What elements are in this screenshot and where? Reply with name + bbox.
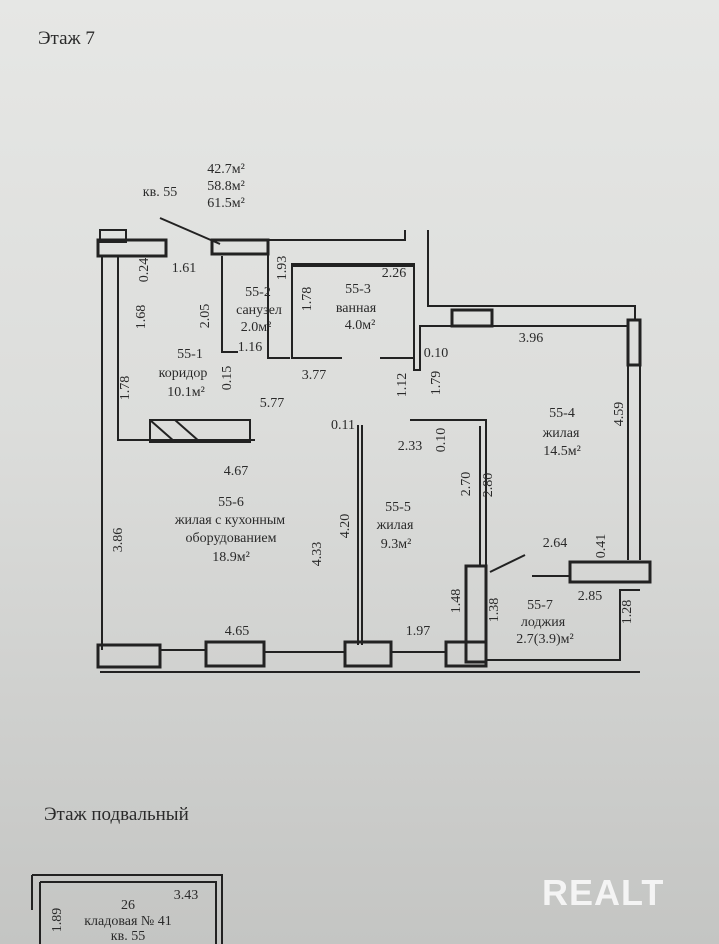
room-id: 55-5	[385, 500, 411, 515]
dimension-label: 2.26	[381, 266, 407, 281]
apartment-area-living: 42.7м²	[207, 162, 245, 177]
apartment-area-total: 58.8м²	[207, 179, 245, 194]
room-id: 55-4	[549, 406, 575, 421]
dimension-label: 1.28	[620, 599, 635, 625]
room-area: 2.7(3.9)м²	[516, 632, 574, 647]
room-id: 55-2	[245, 285, 271, 300]
room-area: 9.3м²	[380, 537, 412, 552]
dimension-label: 1.97	[405, 624, 431, 639]
dimension-label: 1.12	[395, 372, 410, 398]
dimension-label: 1.93	[275, 255, 290, 281]
dimension-label: 1.61	[171, 261, 197, 276]
dimension-label: 4.65	[224, 624, 250, 639]
dimension-label: 1.78	[118, 375, 133, 401]
room-area: 4.0м²	[344, 318, 376, 333]
apartment-label: кв. 55	[142, 185, 178, 200]
dimension-label: 1.16	[237, 340, 263, 355]
room-id: 55-6	[218, 495, 244, 510]
dimension-label: 0.11	[331, 418, 355, 433]
dimension-label: 5.77	[259, 396, 285, 411]
room-area: 2.0м²	[240, 320, 272, 335]
room-name: санузел	[236, 303, 282, 318]
dimension-label: 2.80	[481, 472, 496, 498]
dimension-label: 0.24	[137, 257, 152, 283]
dimension-label: 4.59	[612, 401, 627, 427]
room-id: 55-1	[177, 347, 203, 362]
room-name: жилая	[376, 518, 414, 533]
dimension-label: 0.41	[594, 533, 609, 559]
realt-watermark-logo: REALT	[542, 872, 665, 913]
dimension-label: 3.77	[301, 368, 327, 383]
dimension-label: 3.43	[173, 888, 199, 903]
dimension-label: 1.78	[300, 286, 315, 312]
room-name: жилая с кухонным	[174, 513, 286, 528]
dimension-label: 2.70	[459, 471, 474, 497]
dimension-label: 0.10	[423, 346, 449, 361]
dimension-label: 2.05	[198, 303, 213, 329]
dimension-label: 1.89	[50, 907, 65, 933]
dimension-label: 3.86	[111, 527, 126, 553]
room-area: 14.5м²	[543, 444, 581, 459]
dimension-label: 2.33	[397, 439, 423, 454]
basement-title: Этаж подвальный	[44, 804, 189, 825]
dimension-label: 4.33	[310, 541, 325, 567]
room-area: 10.1м²	[167, 385, 205, 400]
room-name: оборудованием	[185, 531, 277, 546]
room-name: коридор	[158, 366, 208, 381]
room-id: 55-7	[527, 598, 553, 613]
dimension-label: 4.67	[223, 464, 249, 479]
room-name: жилая	[542, 426, 580, 441]
floor-title: Этаж 7	[38, 28, 95, 49]
apartment-area-with-loggia: 61.5м²	[207, 196, 245, 211]
room-number: 26	[121, 898, 135, 913]
room-id: 55-3	[345, 282, 371, 297]
dimension-label: 1.79	[429, 370, 444, 396]
room-apartment: кв. 55	[110, 929, 146, 944]
dimension-label: 0.10	[434, 427, 449, 453]
room-name: лоджия	[520, 615, 566, 630]
room-area: 18.9м²	[212, 550, 250, 565]
dimension-label: 2.85	[577, 589, 603, 604]
dimension-label: 1.68	[134, 304, 149, 330]
dimension-label: 3.96	[518, 331, 544, 346]
dimension-label: 0.15	[220, 365, 235, 391]
room-name: кладовая № 41	[84, 914, 172, 929]
dimension-label: 1.38	[487, 597, 502, 623]
room-name: ванная	[335, 301, 377, 316]
dimension-label: 1.48	[449, 588, 464, 614]
dimension-label: 4.20	[338, 513, 353, 539]
dimension-label: 2.64	[542, 536, 568, 551]
